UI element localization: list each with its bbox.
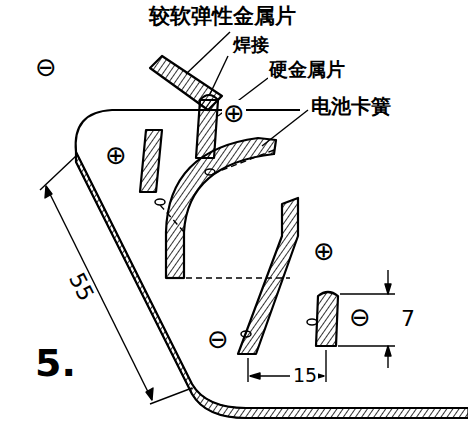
soft-elastic-strip xyxy=(150,56,222,110)
weld-point xyxy=(200,95,218,100)
figure-number: 5. xyxy=(34,344,77,382)
plate-edge xyxy=(76,152,468,418)
plate-thickness xyxy=(76,152,468,418)
metal-post xyxy=(140,130,162,192)
polarity-sign: ⊕ xyxy=(222,100,246,126)
polarity-sign: ⊖ xyxy=(206,326,230,352)
polarity-sign: ⊖ xyxy=(348,304,372,330)
polarity-sign: ⊕ xyxy=(312,238,336,264)
bent-metal-strip xyxy=(238,198,298,354)
dimension: 7 xyxy=(400,308,416,330)
part-name: 焊接 xyxy=(232,36,270,54)
part-name: 较软弹性金属片 xyxy=(148,6,297,27)
dimension: 15 xyxy=(292,366,318,385)
polarity-sign: ⊕ xyxy=(104,142,128,168)
screw-hole xyxy=(307,319,317,325)
battery-clip xyxy=(166,138,276,278)
metal-post xyxy=(316,292,338,346)
dimension: 55 xyxy=(64,269,97,306)
part-name: 硬金属片 xyxy=(268,60,346,79)
part-name: 电池卡簧 xyxy=(310,96,392,116)
polarity-sign: ⊖ xyxy=(34,54,58,80)
screw-hole xyxy=(155,199,165,205)
